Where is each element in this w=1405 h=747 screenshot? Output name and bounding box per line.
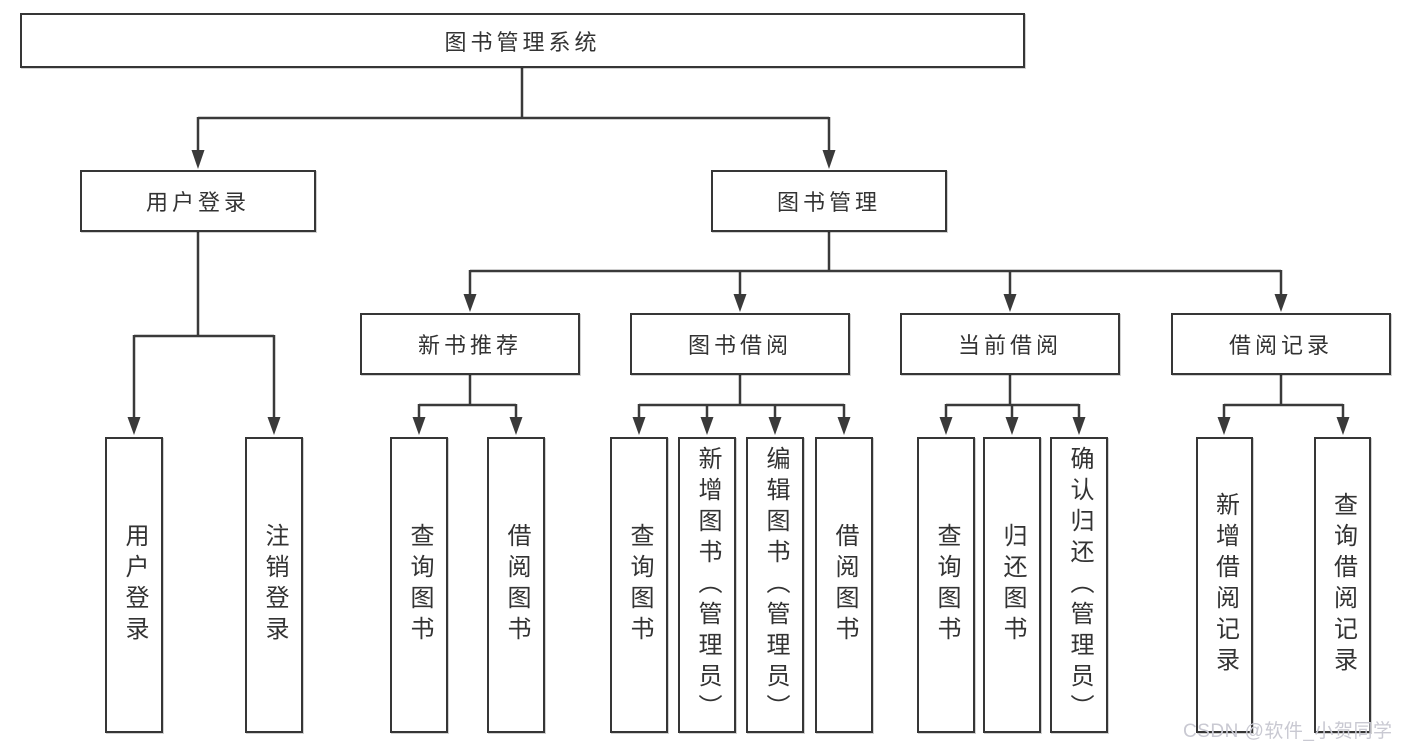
node-borrow-records-label: 借阅记录: [1228, 333, 1333, 358]
leaf-records-add-label: 新增借阅记录: [1211, 492, 1239, 678]
leaf-borrow-borrow-label: 借阅图书: [831, 523, 858, 647]
node-current-borrow-label: 当前借阅: [957, 333, 1062, 358]
leaf-current-query: 查询图书: [917, 437, 975, 733]
leaf-newbook-query-label: 查询图书: [406, 523, 433, 647]
csdn-watermark: CSDN @软件_小贺同学: [1183, 721, 1393, 742]
leaf-borrow-edit-admin-label: 编辑图书（管理员）: [762, 445, 789, 725]
leaf-borrow-borrow: 借阅图书: [815, 437, 873, 733]
node-book-management-label: 图书管理: [776, 190, 881, 215]
node-current-borrow: 当前借阅: [900, 313, 1120, 375]
node-new-book-recommend-label: 新书推荐: [417, 333, 522, 358]
leaf-current-query-label: 查询图书: [933, 523, 960, 647]
leaf-newbook-borrow-label: 借阅图书: [503, 523, 530, 647]
leaf-current-return: 归还图书: [983, 437, 1041, 733]
leaf-newbook-borrow: 借阅图书: [487, 437, 545, 733]
leaf-borrow-add-admin-label: 新增图书（管理员）: [694, 445, 721, 725]
node-new-book-recommend: 新书推荐: [360, 313, 580, 375]
node-user-login-label: 用户登录: [145, 190, 250, 215]
node-book-borrow-label: 图书借阅: [687, 333, 792, 358]
leaf-borrow-query: 查询图书: [610, 437, 668, 733]
leaf-records-query: 查询借阅记录: [1314, 437, 1371, 733]
arrowhead-icons: [127, 150, 1350, 435]
leaf-newbook-query: 查询图书: [390, 437, 448, 733]
leaf-logout: 注销登录: [245, 437, 303, 733]
leaf-current-confirm-admin-label: 确认归还（管理员）: [1066, 445, 1093, 725]
leaf-current-return-label: 归还图书: [999, 523, 1026, 647]
leaf-borrow-query-label: 查询图书: [626, 523, 653, 647]
leaf-user-login-label: 用户登录: [121, 523, 148, 647]
node-root-system: 图书管理系统: [20, 13, 1025, 68]
leaf-records-add: 新增借阅记录: [1196, 437, 1253, 733]
node-borrow-records: 借阅记录: [1171, 313, 1391, 375]
leaf-records-query-label: 查询借阅记录: [1329, 492, 1357, 678]
leaf-user-login: 用户登录: [105, 437, 163, 733]
leaf-borrow-edit-admin: 编辑图书（管理员）: [746, 437, 804, 733]
leaf-logout-label: 注销登录: [261, 523, 288, 647]
node-book-management: 图书管理: [711, 170, 947, 232]
node-root-label: 图书管理系统: [444, 29, 601, 55]
leaf-current-confirm-admin: 确认归还（管理员）: [1050, 437, 1108, 733]
leaf-borrow-add-admin: 新增图书（管理员）: [678, 437, 736, 733]
node-book-borrow: 图书借阅: [630, 313, 850, 375]
node-user-login: 用户登录: [80, 170, 316, 232]
